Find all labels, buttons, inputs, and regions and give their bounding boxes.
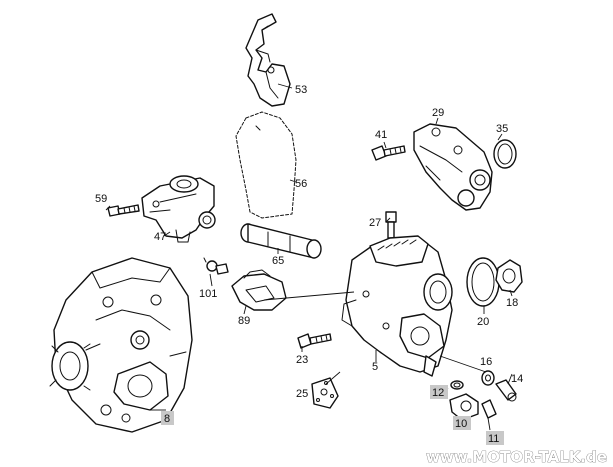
callout-89: 89: [238, 315, 250, 327]
callout-16: 16: [480, 356, 492, 368]
part-56-cover-plate[interactable]: [235, 111, 297, 219]
callout-20: 20: [477, 316, 489, 328]
watermark-text: www.MOTOR-TALK.de: [426, 448, 607, 466]
callout-23: 23: [296, 354, 308, 366]
part-65-shaft[interactable]: [240, 223, 322, 259]
callout-5: 5: [372, 361, 378, 373]
callout-10: 10: [455, 418, 467, 430]
part-23-bolt[interactable]: [297, 333, 332, 349]
callout-53: 53: [295, 84, 307, 96]
part-41-bolt[interactable]: [371, 145, 406, 161]
callout-65: 65: [272, 255, 284, 267]
part-5-pump-body[interactable]: [341, 235, 453, 377]
part-14-plug[interactable]: [495, 379, 517, 402]
part-18-flange[interactable]: [495, 259, 523, 293]
callout-25: 25: [296, 388, 308, 400]
callout-8: 8: [164, 413, 170, 425]
part-47-valve-block[interactable]: [141, 175, 216, 243]
badge-bg-10: [453, 416, 471, 430]
callout-18: 18: [506, 297, 518, 309]
part-29-housing[interactable]: [413, 123, 493, 211]
callout-35: 35: [496, 123, 508, 135]
callout-101: 101: [199, 288, 217, 300]
part-59-bolt[interactable]: [107, 204, 140, 217]
callout-59: 59: [95, 193, 107, 205]
part-20-seal-ring[interactable]: [466, 257, 500, 307]
part-27-bolt[interactable]: [385, 211, 397, 239]
callout-29: 29: [432, 107, 444, 119]
callout-12: 12: [432, 387, 444, 399]
part-16-washer[interactable]: [481, 370, 495, 386]
callout-11: 11: [488, 433, 499, 445]
callout-47: 47: [154, 231, 166, 243]
part-25-plate[interactable]: [311, 377, 339, 409]
callout-27: 27: [369, 217, 381, 229]
badge-bg-11: [486, 431, 504, 445]
part-89-gasket[interactable]: [231, 269, 287, 311]
part-12-o-ring[interactable]: [450, 380, 464, 390]
part-53-bracket[interactable]: [245, 13, 291, 107]
part-8-pump-assembly[interactable]: [49, 257, 193, 433]
badge-bg-12: [430, 385, 448, 399]
part-101-fitting[interactable]: [203, 257, 229, 275]
callout-41: 41: [375, 129, 387, 141]
badge-bg-8: [161, 411, 174, 425]
callout-14: 14: [511, 373, 523, 385]
callout-56: 56: [295, 178, 307, 190]
part-10-valve[interactable]: [449, 393, 479, 421]
part-35-o-ring[interactable]: [493, 139, 517, 169]
part-11-seal[interactable]: [481, 399, 497, 419]
